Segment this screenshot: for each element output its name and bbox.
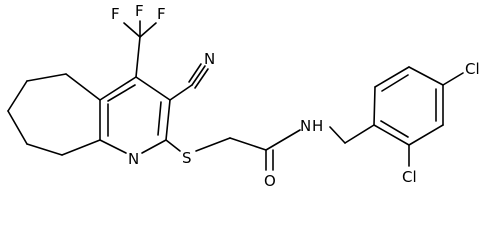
pyridine-nitrogen-label: N — [128, 150, 139, 168]
para-chlorine-label: Cl — [465, 60, 480, 78]
atom-labels: F F F N N S O N H Cl Cl — [111, 2, 480, 190]
bond-lines — [7, 20, 464, 171]
cyano-nitrogen-label: N — [204, 50, 215, 68]
fluorine-label-right: F — [157, 5, 166, 23]
chemical-structure: F F F N N S O N H Cl Cl — [7, 2, 480, 190]
amide-hydrogen-label: H — [312, 117, 323, 135]
fluorine-label-left: F — [111, 5, 120, 23]
amide-nitrogen-label: N — [300, 117, 311, 135]
fluorine-label-top: F — [135, 2, 144, 20]
ortho-chlorine-label: Cl — [402, 168, 417, 186]
oxygen-label: O — [264, 172, 276, 190]
sulfur-label: S — [182, 149, 192, 167]
